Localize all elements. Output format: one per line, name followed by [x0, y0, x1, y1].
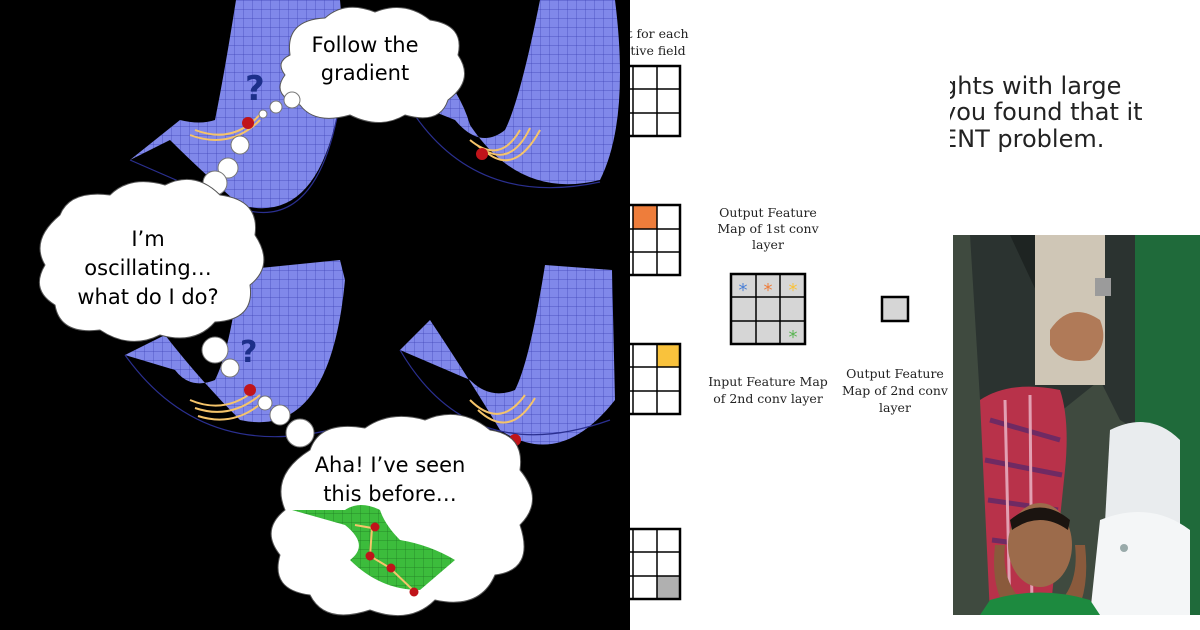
bubble-1-line-2: gradient — [321, 61, 409, 85]
input-grid-3 — [630, 342, 682, 416]
optimization-meme-panel: Follow the gradient ? I’m oscillating… w… — [0, 0, 630, 630]
input-grid-1 — [630, 64, 682, 138]
output-2nd-caption-line-2: Map of 2nd conv — [842, 383, 949, 398]
thought-bubble-aha: Aha! I’ve seen this before… — [270, 413, 533, 617]
star-green: * — [789, 327, 798, 348]
reaction-meme-panel: ghts with large you found that it ENT pr… — [950, 0, 1200, 630]
bubble-3-line-2: this before… — [323, 482, 457, 506]
slide-text-line-1: ghts with large — [950, 72, 1121, 100]
output-1st-caption-line-3: layer — [752, 237, 784, 252]
top-caption-line-2: tive field — [630, 43, 685, 58]
thought-bubble-follow-gradient: Follow the gradient ? — [245, 6, 466, 123]
green-loss-surface — [292, 505, 455, 597]
feature-map-3x3: * * * * — [729, 272, 807, 348]
input-grid-2 — [630, 203, 682, 277]
output-2nd-caption-line-1: Output Feature — [846, 366, 944, 381]
input-grid-4 — [630, 527, 682, 601]
star-blue: * — [739, 280, 748, 301]
star-orange: * — [764, 280, 773, 301]
loss-surface-2 — [404, 0, 620, 189]
top-caption-line-1: t for each — [630, 26, 689, 41]
bubble-1-line-1: Follow the — [311, 33, 418, 57]
input-2nd-caption-line-1: Input Feature Map — [708, 374, 828, 389]
bubble-3-line-1: Aha! I’ve seen — [315, 453, 466, 477]
output-cell-2nd-conv — [880, 295, 910, 323]
output-1st-caption-line-1: Output Feature — [719, 205, 817, 220]
cnn-receptive-field-diagram: t for each tive field — [630, 0, 950, 630]
output-2nd-caption-line-3: layer — [879, 400, 911, 415]
input-2nd-caption-line-2: of 2nd conv layer — [713, 391, 823, 406]
reaction-photo — [953, 235, 1200, 616]
bubble-2-line-1: I’m — [131, 227, 164, 251]
star-yellow: * — [789, 280, 798, 301]
slide-text-line-3: ENT problem. — [950, 125, 1104, 153]
slide-text-line-2: you found that it — [950, 98, 1143, 126]
question-mark-2: ? — [240, 335, 257, 370]
bubble-2-line-2: oscillating… — [84, 256, 211, 280]
question-mark-1: ? — [245, 69, 265, 109]
loss-surface-4 — [399, 265, 615, 446]
output-1st-caption-line-2: Map of 1st conv — [717, 221, 819, 236]
bubble-2-line-3: what do I do? — [77, 285, 218, 309]
thought-bubble-oscillating: I’m oscillating… what do I do? — [38, 178, 265, 342]
